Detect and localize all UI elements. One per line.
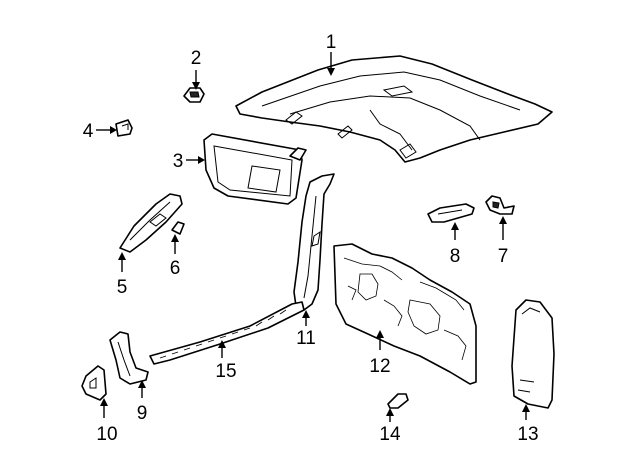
callout-4: 4	[83, 121, 94, 142]
callout-6: 6	[170, 258, 181, 279]
part-10-cowl-trim	[81, 365, 107, 401]
leader-lines	[96, 52, 530, 422]
callout-3: 3	[173, 151, 184, 172]
part-11-b-pillar-trim	[293, 173, 335, 311]
part-7-bracket	[485, 195, 515, 215]
part-3-sun-visor	[203, 133, 307, 205]
part-14-clip	[387, 393, 409, 409]
part-6-small-clip	[171, 221, 185, 235]
callout-10: 10	[96, 424, 117, 445]
callout-8: 8	[450, 246, 461, 267]
part-13-quarter-trim	[511, 299, 555, 409]
part-2-clip	[183, 87, 205, 103]
callout-5: 5	[117, 277, 128, 298]
part-12-back-panel	[333, 243, 477, 385]
part-9-cowl-bracket	[109, 331, 149, 385]
part-15-sill-plate	[149, 301, 305, 365]
part-4-retainer	[115, 119, 133, 137]
callout-9: 9	[137, 403, 148, 424]
part-1-headliner	[235, 55, 553, 163]
callout-13: 13	[517, 424, 538, 445]
part-5-a-pillar-trim	[119, 193, 183, 253]
callout-7: 7	[498, 246, 509, 267]
callout-11: 11	[296, 328, 316, 349]
part-8-grab-handle	[427, 203, 475, 223]
callout-2: 2	[191, 48, 202, 69]
callout-12: 12	[369, 356, 390, 377]
callout-15: 15	[215, 361, 236, 382]
callout-labels: 1 2 3 4 5 6 7 8 9 10 11 12 13 14 15	[83, 32, 539, 445]
callout-1: 1	[326, 32, 337, 53]
callout-14: 14	[379, 424, 401, 445]
